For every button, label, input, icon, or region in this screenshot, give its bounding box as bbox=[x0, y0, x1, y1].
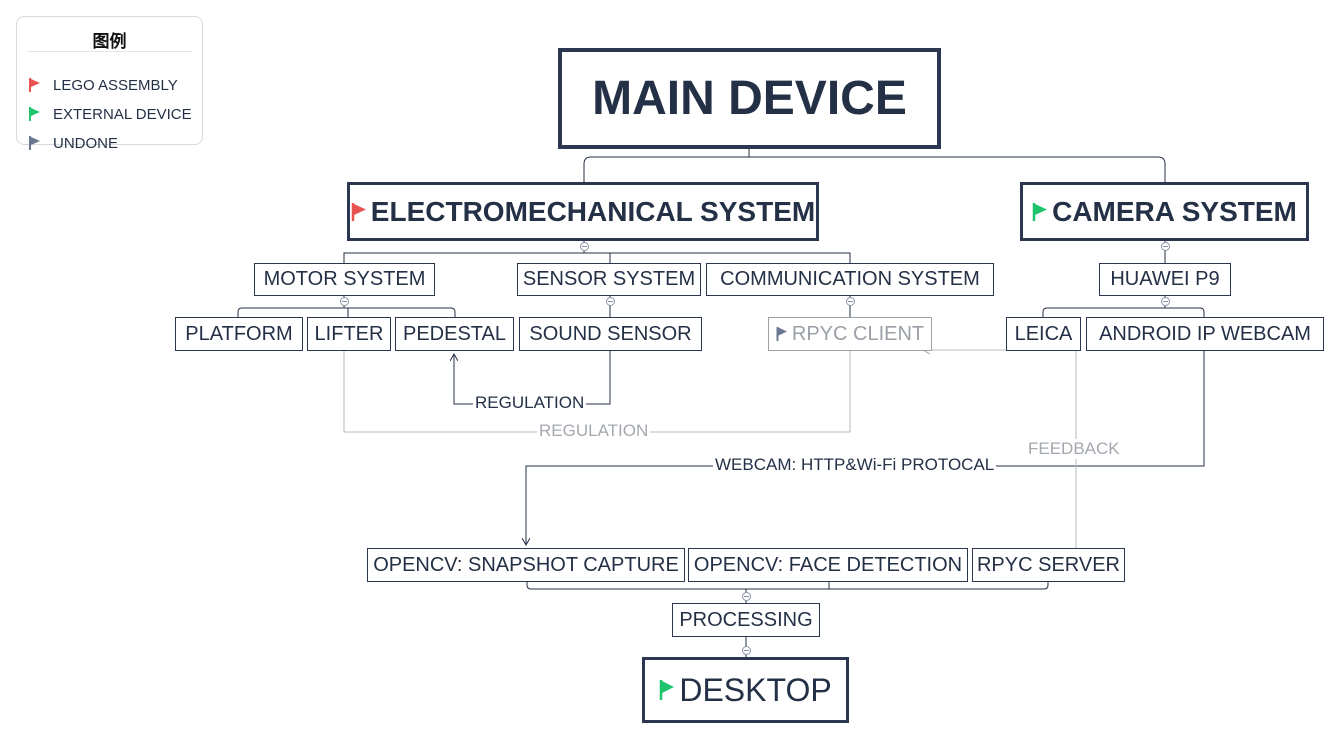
collapse-communication-button[interactable] bbox=[846, 297, 855, 306]
node-rpyc-server[interactable]: RPYC SERVER bbox=[972, 548, 1125, 582]
node-label: PEDESTAL bbox=[403, 322, 506, 345]
relation-label-regulation: REGULATION bbox=[473, 393, 587, 413]
collapse-sensor-button[interactable] bbox=[606, 297, 615, 306]
legend-label: EXTERNAL DEVICE bbox=[53, 105, 192, 123]
node-label: LEICA bbox=[1014, 322, 1073, 345]
flag-gray-icon bbox=[776, 327, 787, 341]
collapse-processing-button[interactable] bbox=[742, 646, 751, 655]
node-electromechanical-system[interactable]: ELECTROMECHANICAL SYSTEM bbox=[347, 182, 819, 241]
legend-divider bbox=[27, 51, 192, 52]
legend-item-external-device: EXTERNAL DEVICE bbox=[29, 104, 192, 124]
node-label: LIFTER bbox=[314, 322, 384, 345]
collapse-electromechanical-button[interactable] bbox=[580, 242, 589, 251]
flag-green-icon bbox=[1032, 202, 1048, 221]
collapse-group-button[interactable] bbox=[742, 592, 751, 601]
legend-item-undone: UNDONE bbox=[29, 133, 118, 153]
collapse-camera-button[interactable] bbox=[1161, 242, 1170, 251]
node-label: DESKTOP bbox=[679, 671, 832, 708]
node-opencv-face-detection[interactable]: OPENCV: FACE DETECTION bbox=[688, 548, 968, 582]
collapse-motor-button[interactable] bbox=[340, 297, 349, 306]
legend-title: 图例 bbox=[92, 32, 127, 51]
node-label: OPENCV: FACE DETECTION bbox=[693, 553, 963, 576]
node-lifter[interactable]: LIFTER bbox=[307, 317, 391, 351]
node-sensor-system[interactable]: SENSOR SYSTEM bbox=[517, 263, 701, 296]
node-label: MAIN DEVICE bbox=[592, 72, 907, 125]
node-pedestal[interactable]: PEDESTAL bbox=[395, 317, 514, 351]
flag-red-icon bbox=[29, 78, 40, 92]
legend-panel: 图例 LEGO ASSEMBLY EXTERNAL DEVICE UNDONE bbox=[16, 16, 203, 152]
node-platform[interactable]: PLATFORM bbox=[175, 317, 303, 351]
node-label: ANDROID IP WEBCAM bbox=[1099, 322, 1311, 345]
relation-label-webcam-protocol: WEBCAM: HTTP&Wi-Fi PROTOCAL bbox=[713, 455, 997, 475]
node-sound-sensor[interactable]: SOUND SENSOR bbox=[519, 317, 702, 351]
edge-main-to-level1 bbox=[583, 148, 1166, 183]
flag-green-icon bbox=[29, 107, 40, 121]
node-label: RPYC SERVER bbox=[976, 553, 1120, 576]
node-label: COMMUNICATION SYSTEM bbox=[720, 268, 980, 290]
node-main-device[interactable]: MAIN DEVICE bbox=[558, 48, 941, 149]
node-label: SENSOR SYSTEM bbox=[522, 268, 696, 290]
relation-label-regulation-gray: REGULATION bbox=[537, 421, 651, 441]
node-label: HUAWEI P9 bbox=[1110, 268, 1220, 290]
node-huawei-p9[interactable]: HUAWEI P9 bbox=[1099, 263, 1231, 296]
flag-red-icon bbox=[351, 202, 366, 221]
legend-label: UNDONE bbox=[53, 134, 119, 152]
node-label: CAMERA SYSTEM bbox=[1052, 195, 1297, 227]
node-communication-system[interactable]: COMMUNICATION SYSTEM bbox=[706, 263, 994, 296]
legend-label: LEGO ASSEMBLY bbox=[53, 76, 178, 94]
edge-electro-to-subsystems bbox=[343, 240, 851, 264]
node-label: ELECTROMECHANICAL SYSTEM bbox=[370, 195, 816, 227]
relation-label-feedback: FEEDBACK bbox=[1026, 439, 1122, 459]
node-label: PROCESSING bbox=[679, 608, 813, 631]
node-label: MOTOR SYSTEM bbox=[263, 268, 426, 290]
collapse-huawei-button[interactable] bbox=[1161, 297, 1170, 306]
edge-group-to-processing bbox=[526, 581, 1049, 604]
node-label: PLATFORM bbox=[185, 322, 293, 345]
flag-gray-icon bbox=[29, 136, 40, 150]
node-leica[interactable]: LEICA bbox=[1006, 317, 1081, 351]
node-android-ip-webcam[interactable]: ANDROID IP WEBCAM bbox=[1086, 317, 1324, 351]
legend-item-lego-assembly: LEGO ASSEMBLY bbox=[29, 75, 178, 95]
node-motor-system[interactable]: MOTOR SYSTEM bbox=[254, 263, 435, 296]
node-rpyc-client[interactable]: RPYC CLIENT bbox=[768, 317, 932, 351]
node-label: OPENCV: SNAPSHOT CAPTURE bbox=[373, 553, 679, 576]
node-label: SOUND SENSOR bbox=[529, 322, 692, 345]
flag-green-icon bbox=[660, 680, 675, 700]
node-processing[interactable]: PROCESSING bbox=[672, 603, 820, 637]
node-desktop[interactable]: DESKTOP bbox=[642, 657, 849, 723]
edge-huawei-to-cameras bbox=[1042, 296, 1205, 318]
node-camera-system[interactable]: CAMERA SYSTEM bbox=[1020, 182, 1309, 241]
node-opencv-snapshot-capture[interactable]: OPENCV: SNAPSHOT CAPTURE bbox=[367, 548, 685, 582]
node-label: RPYC CLIENT bbox=[791, 322, 925, 345]
edge-regulation-gray bbox=[343, 350, 851, 433]
